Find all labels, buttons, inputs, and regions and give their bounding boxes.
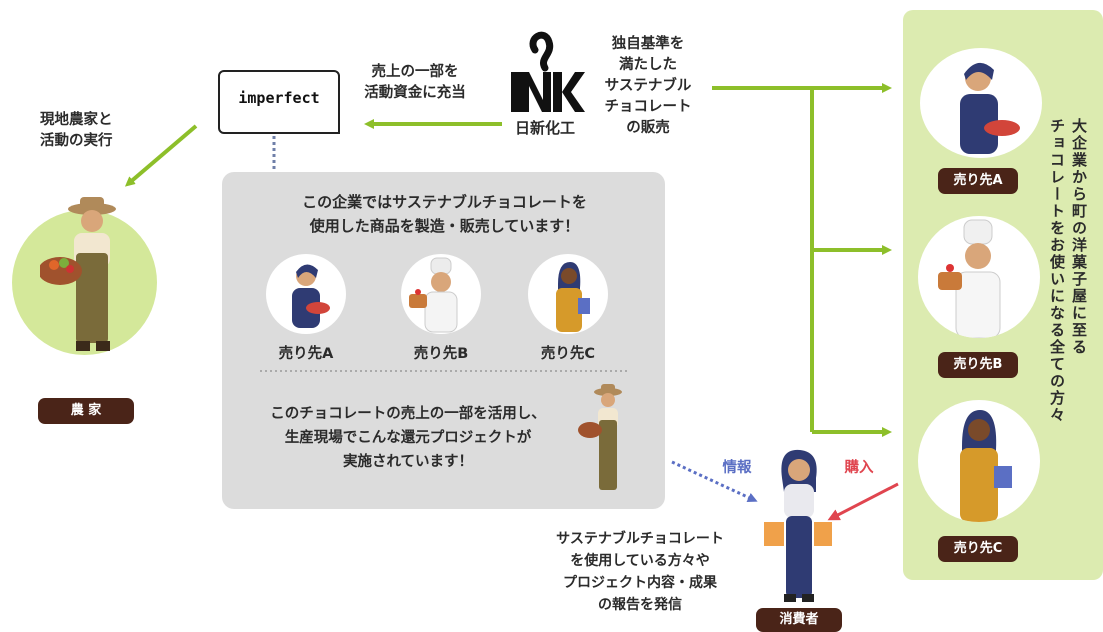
nk-logo-icon <box>511 31 585 112</box>
imperfect-logo-text: imperfect <box>238 89 320 107</box>
nk-company-name: 日新化工 <box>514 119 575 137</box>
farmer-illustration <box>40 197 116 351</box>
panel-seller-b-label: 売り先B <box>413 346 469 362</box>
consumer-badge: 消費者 <box>756 608 842 632</box>
seller-b-circle <box>918 216 1040 338</box>
panel-farmer-illustration <box>578 384 622 490</box>
broadcast-label: サステナブルチョコレート を使用している方々や プロジェクト内容・成果 の報告を… <box>556 531 724 613</box>
seller-c-circle <box>918 400 1040 522</box>
farmer-badge: 農 家 <box>38 398 134 424</box>
purchase-label: 購入 <box>844 460 874 476</box>
seller-c-badge: 売り先C <box>938 536 1018 562</box>
panel-heading: この企業ではサステナブルチョコレートを 使用した商品を製造・販売しています！ <box>302 193 587 235</box>
panel-seller-b-circle <box>401 254 481 334</box>
info-label: 情報 <box>722 460 752 476</box>
panel-seller-c-circle <box>528 254 608 334</box>
vertical-caption: 大企業から町の洋菓子屋に至る チョコレートをお使いになる全ての方々 <box>1048 118 1088 424</box>
seller-a-circle <box>920 48 1042 158</box>
action-arrow <box>124 124 198 187</box>
revenue-share-label: 売上の一部を 活動資金に充当 <box>364 64 466 101</box>
panel-seller-c-label: 売り先C <box>540 346 596 362</box>
purchase-arrow <box>827 482 899 521</box>
imperfect-logo: imperfect <box>218 70 340 134</box>
sustainable-sales-label: 独自基準を 満たした サステナブル チョコレート の販売 <box>604 36 692 136</box>
seller-a-badge: 売り先A <box>938 168 1018 194</box>
panel-seller-a-label: 売り先A <box>278 346 334 362</box>
farmers-action-label: 現地農家と 活動の実行 <box>40 112 113 149</box>
panel-project-text: このチョコレートの売上の一部を活用し、 生産現場でこんな還元プロジェクトが 実施… <box>270 406 546 470</box>
company-info-panel <box>222 172 665 509</box>
seller-b-badge: 売り先B <box>938 352 1018 378</box>
panel-seller-a-circle <box>266 254 346 334</box>
consumer-illustration <box>764 449 832 602</box>
